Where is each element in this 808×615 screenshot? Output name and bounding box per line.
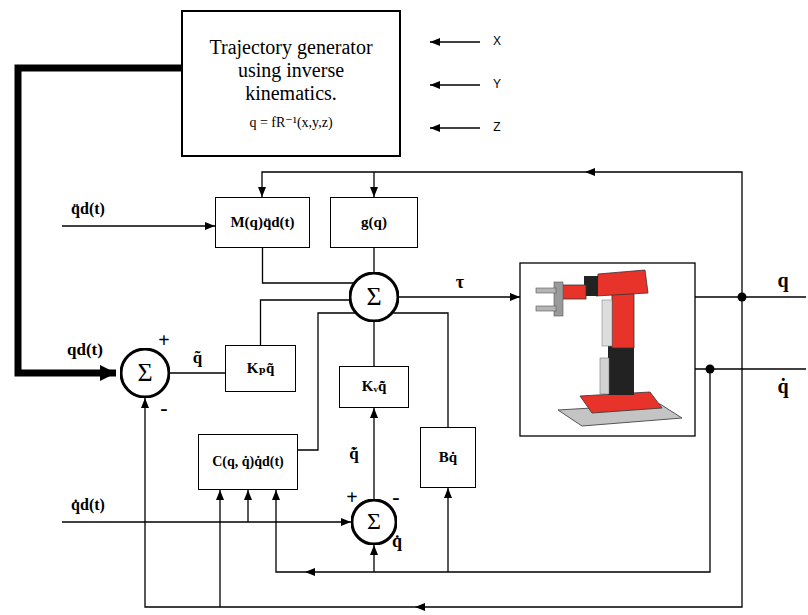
error-signal: q̃ (191, 349, 204, 368)
robot-illustration (536, 306, 556, 311)
signal-name: q̇ (392, 532, 402, 552)
flow-arrowheads (415, 603, 425, 611)
robot-illustration (602, 300, 612, 346)
input-arrows (430, 84, 480, 85)
gravity-block: g(q) (330, 197, 418, 248)
sign-mark: + (346, 486, 357, 508)
node-text: g(q) (361, 214, 387, 231)
junction-dot (738, 293, 747, 302)
robot-illustration (520, 263, 695, 436)
robot-illustration (600, 358, 609, 394)
signal-line (261, 300, 350, 345)
sign-mark: + (158, 329, 169, 351)
node-text: Σ (367, 508, 381, 536)
signal-name: q̇d(t) (71, 496, 105, 514)
error-signal: q̃̇ (347, 444, 360, 463)
input-arrows (247, 490, 248, 522)
trajectory-arrow (18, 68, 181, 373)
output-wires (695, 296, 806, 297)
output-wires (695, 297, 806, 369)
torque-wire (399, 296, 520, 297)
inertia-block: M(q)q̈d(t) (215, 197, 310, 248)
summing-junction: Σ (120, 348, 170, 398)
robot-illustration (608, 345, 634, 395)
input-arrows (62, 225, 215, 226)
node-text: Kᵥq̃̇ (362, 378, 387, 395)
node-text: Σ (366, 282, 381, 312)
position-feedback (373, 172, 374, 197)
signal-line (170, 372, 225, 373)
robot-illustration (520, 263, 695, 436)
signal-name: q (777, 269, 788, 291)
signal-line (373, 248, 374, 272)
flow-arrowheads (305, 568, 315, 576)
formula-text: q = fR⁻¹(x,y,z) (241, 115, 340, 131)
coriolis-block: C(q, q̇)q̇d(t) (198, 434, 298, 490)
junction-circle (121, 349, 169, 397)
velocity-feedback (447, 488, 448, 572)
signal-name: q̇ (777, 375, 788, 397)
signal-name: τ (456, 273, 464, 293)
node-text: Σ (137, 358, 152, 388)
gain-block: Kₚq̃ (225, 345, 296, 392)
junction-dot (706, 365, 715, 374)
junction-dot (706, 293, 747, 374)
gain-block: Kᵥq̃̇ (339, 366, 409, 408)
friction-block: Bq̇ (420, 427, 476, 488)
signal-name: qd(t) (67, 341, 103, 360)
signal-line (373, 322, 374, 366)
input-arrows (430, 127, 480, 128)
signal-line (263, 248, 354, 283)
robot-illustration (536, 288, 556, 293)
generator-box: Trajectory generator using inverse kinem… (181, 10, 401, 157)
signal-line (373, 408, 374, 499)
torque-wire (399, 296, 520, 297)
axis-input: X (493, 35, 501, 48)
junction-circle (350, 273, 398, 321)
position-feedback (145, 172, 742, 607)
summing-junction: Σ (351, 499, 397, 545)
junction-circle (352, 500, 396, 544)
signal-name: q̈d(t) (71, 200, 105, 218)
robot-illustration (612, 292, 634, 348)
robot-illustration (596, 270, 648, 296)
input-arrows (62, 521, 351, 522)
node-text: C(q, q̇)q̇d(t) (212, 454, 284, 470)
sign-mark: - (160, 396, 167, 420)
input-arrows (430, 41, 480, 42)
axis-input: Z (493, 121, 500, 134)
node-text: Trajectory generator using inverse kinem… (183, 36, 399, 105)
node-text: M(q)q̈d(t) (230, 214, 294, 231)
flow-arrowheads (585, 168, 595, 176)
robot-illustration (562, 285, 586, 299)
velocity-feedback (373, 545, 374, 572)
summing-junction: Σ (349, 272, 399, 322)
robot-illustration (580, 392, 662, 413)
sign-mark: - (392, 485, 399, 509)
node-text: Bq̇ (439, 449, 457, 466)
axis-input: Y (493, 78, 501, 91)
node-text: Kₚq̃ (247, 360, 275, 377)
position-feedback (219, 490, 220, 607)
